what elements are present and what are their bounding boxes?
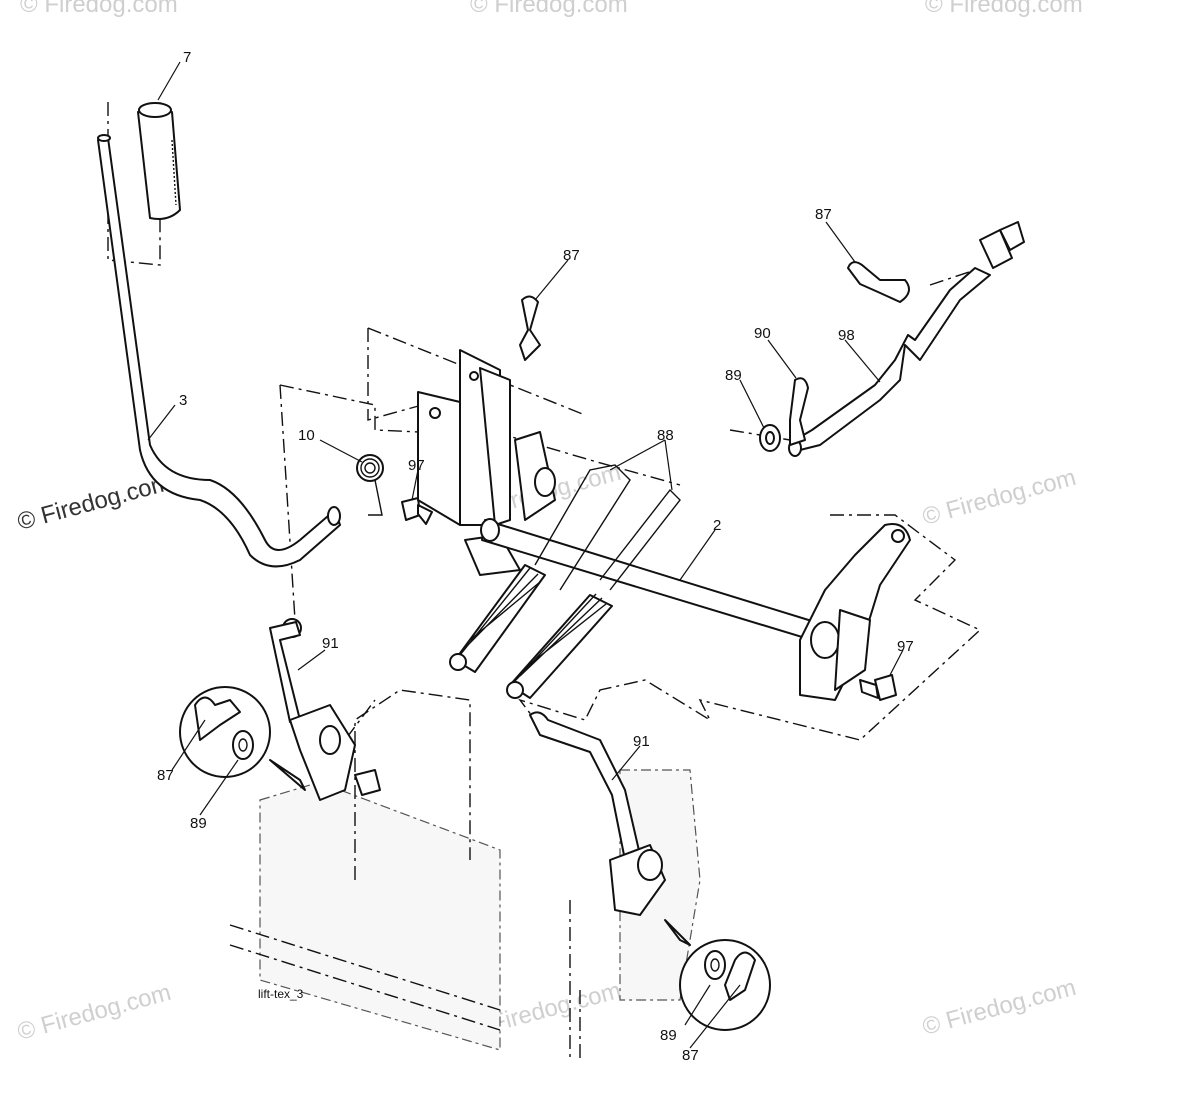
part-90-clip[interactable] — [789, 377, 809, 446]
callout-88[interactable]: 88 — [657, 427, 674, 444]
part-87-hairpin-clip-upper[interactable] — [519, 295, 541, 361]
watermark-left-dark: © Firedog.com — [15, 469, 174, 536]
callout-98[interactable]: 98 — [838, 327, 855, 344]
callout-89-inset-left[interactable]: 89 — [190, 815, 207, 832]
callout-89-right[interactable]: 89 — [725, 367, 742, 384]
callout-labels: 7 3 10 97 87 88 2 87 90 98 89 91 87 89 9… — [157, 49, 914, 1064]
callout-3[interactable]: 3 — [179, 392, 187, 409]
detail-inset-left — [179, 686, 306, 791]
watermark-top-center: © Firedog.com — [470, 0, 628, 18]
part-89-washer-right[interactable] — [759, 424, 781, 452]
callout-87-right[interactable]: 87 — [815, 206, 832, 223]
part-91-lift-link-right[interactable] — [529, 711, 666, 916]
callout-90[interactable]: 90 — [754, 325, 771, 342]
watermark-bottom-right: © Firedog.com — [920, 974, 1079, 1041]
part-91-lift-link-left[interactable] — [269, 618, 381, 801]
callout-7[interactable]: 7 — [183, 49, 191, 66]
part-10-torsion-spring[interactable] — [356, 454, 384, 516]
part-97-bolt-right[interactable] — [859, 674, 897, 701]
part-3-lift-lever[interactable] — [97, 134, 341, 568]
watermark-mid-right: © Firedog.com — [920, 464, 1079, 531]
deck-outline-left — [229, 689, 501, 1051]
watermark-bottom-left: © Firedog.com — [15, 979, 174, 1046]
callout-87-upper[interactable]: 87 — [563, 247, 580, 264]
part-7-handle-grip[interactable] — [137, 102, 181, 220]
callout-89-inset-right[interactable]: 89 — [660, 1027, 677, 1044]
callout-87-inset-left[interactable]: 87 — [157, 767, 174, 784]
mounting-bracket — [417, 349, 556, 576]
callout-97-left[interactable]: 97 — [408, 457, 425, 474]
part-88-extension-springs[interactable] — [449, 464, 681, 699]
callout-97-right[interactable]: 97 — [897, 638, 914, 655]
callout-87-inset-right[interactable]: 87 — [682, 1047, 699, 1064]
figure-code: lift-tex_3 — [258, 987, 304, 1001]
watermark-top-right: © Firedog.com — [925, 0, 1083, 18]
callout-91-right[interactable]: 91 — [633, 733, 650, 750]
callout-10[interactable]: 10 — [298, 427, 315, 444]
leader-lines — [147, 61, 904, 1049]
part-98-deck-link-rod[interactable] — [788, 221, 1025, 457]
lift-arm-right — [799, 523, 911, 701]
detail-inset-right — [664, 919, 771, 1031]
watermark-top-left: © Firedog.com — [20, 0, 178, 18]
part-87-hairpin-clip-right[interactable] — [847, 261, 910, 303]
callout-2[interactable]: 2 — [713, 517, 721, 534]
callout-91-left[interactable]: 91 — [322, 635, 339, 652]
